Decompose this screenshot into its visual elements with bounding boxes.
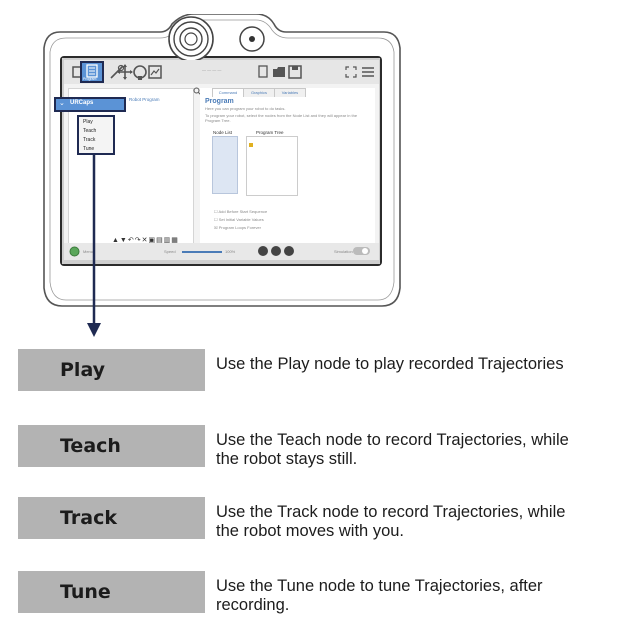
program-desc-2: To program your robot, select the nodes … — [205, 113, 358, 123]
checkbox-loops-forever[interactable]: ☒ Program Loops Forever — [214, 225, 261, 230]
node-list-box[interactable] — [212, 136, 238, 194]
simulation-toggle-knob — [362, 248, 368, 254]
node-desc-teach-line-1: Use the Teach node to record Trajectorie… — [216, 431, 569, 449]
node-desc-tune: Use the Tune node to tune Trajectories, … — [216, 577, 626, 615]
simulation-toggle[interactable] — [353, 247, 370, 255]
fullscreen-icon[interactable] — [342, 63, 360, 81]
play-button-icon[interactable] — [258, 246, 268, 256]
urcaps-node-tune[interactable]: Tune — [83, 146, 95, 152]
node-label-teach: Teach — [18, 425, 205, 467]
new-program-icon[interactable] — [254, 63, 272, 81]
program-tab-label: Program — [83, 77, 97, 81]
node-label-play: Play — [18, 349, 205, 391]
log-tab-icon[interactable] — [146, 63, 164, 81]
tree-item-robot-program[interactable]: Robot Program — [129, 97, 160, 102]
checkbox-initial-values-label: Set Initial Variable Values — [218, 217, 264, 222]
emergency-stop-icon[interactable] — [166, 14, 216, 64]
pendant-footer: Menu Speed 100% Simulation — [64, 243, 379, 260]
node-desc-teach-line-2: the robot stays still. — [216, 450, 358, 468]
program-tab-highlight[interactable]: Program — [80, 61, 104, 83]
tab-command[interactable]: Command — [212, 88, 244, 97]
pendant-header-bar: — — — — — [64, 60, 379, 84]
urcaps-label: URCaps — [70, 100, 94, 106]
simulation-label: Simulation — [334, 249, 353, 254]
checkbox-before-start[interactable]: ☐ Add Before Start Sequence — [214, 209, 268, 214]
menu-label: Menu — [83, 249, 94, 254]
program-tree-box[interactable] — [246, 136, 298, 196]
program-desc-1: Here you can program your robot to do ta… — [205, 106, 286, 111]
program-tab-icon — [86, 64, 98, 78]
program-tree-pane: Robot Program — [68, 88, 194, 245]
node-desc-play-line: Use the Play node to play recorded Traje… — [216, 355, 564, 373]
node-label-tune: Tune — [18, 571, 205, 613]
urcaps-node-play[interactable]: Play — [83, 119, 93, 125]
node-desc-track: Use the Track node to record Trajectorie… — [216, 503, 626, 541]
tree-toolbar-icons[interactable]: ▲▼↶↷✕▣▤▥▦ — [112, 237, 179, 244]
node-label-play-text: Play — [60, 359, 106, 381]
node-desc-teach: Use the Teach node to record Trajectorie… — [216, 431, 626, 469]
tab-variables[interactable]: Variables — [274, 88, 306, 97]
checkbox-before-start-label: Add Before Start Sequence — [218, 209, 268, 214]
tree-node-marker — [249, 143, 253, 147]
chevron-down-icon: ⌄ — [59, 100, 65, 107]
program-tree-label: Program Tree — [256, 130, 284, 135]
checkbox-initial-values[interactable]: ☐ Set Initial Variable Values — [214, 217, 264, 222]
urcaps-node-teach[interactable]: Teach — [83, 128, 97, 134]
node-label-track-text: Track — [60, 507, 117, 529]
io-tab-icon[interactable] — [131, 63, 149, 81]
speed-label: Speed — [164, 249, 176, 254]
save-icon[interactable] — [286, 63, 304, 81]
pointer-arrow — [87, 153, 101, 337]
node-desc-track-line-2: the robot moves with you. — [216, 522, 405, 540]
stop-button-icon[interactable] — [284, 246, 294, 256]
program-title: Program — [205, 98, 234, 105]
open-folder-icon[interactable] — [270, 63, 288, 81]
node-desc-track-line-1: Use the Track node to record Trajectorie… — [216, 503, 566, 521]
speed-value: 100% — [225, 249, 236, 254]
node-list-label: Node List — [213, 130, 233, 135]
urcaps-folder[interactable]: ⌄ URCaps — [54, 97, 126, 112]
speed-slider[interactable] — [182, 251, 222, 253]
hamburger-menu-icon[interactable] — [359, 63, 377, 81]
node-label-tune-text: Tune — [60, 581, 111, 603]
urcaps-node-list: Play Teach Track Tune — [77, 115, 115, 155]
tree-toolbar: ▲▼↶↷✕▣▤▥▦ — [112, 229, 202, 244]
node-desc-play: Use the Play node to play recorded Traje… — [216, 355, 626, 374]
node-desc-tune-line-2: recording. — [216, 596, 290, 614]
node-label-teach-text: Teach — [60, 435, 121, 457]
program-status-text: — — — — — [202, 67, 222, 72]
step-button-icon[interactable] — [271, 246, 281, 256]
tab-graphics[interactable]: Graphics — [243, 88, 275, 97]
node-label-track: Track — [18, 497, 205, 539]
checkbox-loops-forever-label: Program Loops Forever — [218, 225, 261, 230]
urcaps-node-track[interactable]: Track — [83, 137, 96, 143]
power-status-icon[interactable] — [69, 246, 80, 257]
node-desc-tune-line-1: Use the Tune node to tune Trajectories, … — [216, 577, 543, 595]
move-tab-icon[interactable] — [116, 63, 134, 81]
power-button-icon[interactable] — [238, 25, 266, 53]
